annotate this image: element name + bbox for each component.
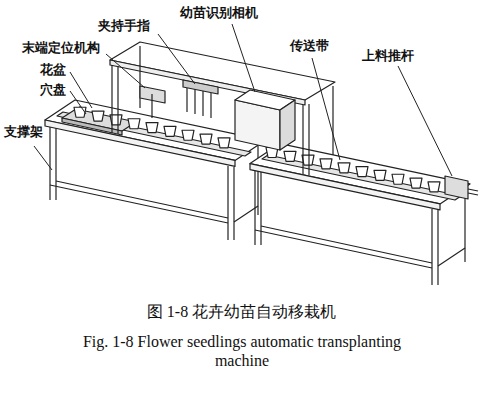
- part-label: 夹持手指: [98, 18, 150, 34]
- part-label: 传送带: [290, 38, 329, 54]
- end-positioning-mechanism: [140, 86, 165, 118]
- flower-pot: [200, 134, 212, 144]
- right-table: [250, 144, 470, 285]
- flower-pot: [302, 155, 314, 165]
- flower-pot: [392, 174, 404, 184]
- camera-housing: [235, 90, 295, 150]
- part-label: 支撑架: [4, 124, 43, 140]
- loading-pusher: [445, 176, 478, 199]
- gantry-frame: [110, 42, 335, 175]
- part-label: 穴盘: [40, 82, 66, 98]
- figure-caption: 图 1-8 花卉幼苗自动移栽机: [0, 302, 483, 321]
- flower-pot: [356, 167, 368, 177]
- part-label: 末端定位机构: [22, 40, 100, 56]
- flower-pot: [338, 163, 350, 173]
- caption-english: Fig. 1-8 Flower seedlings automatic tran…: [82, 332, 402, 370]
- flower-pot: [92, 111, 104, 121]
- flower-pot: [410, 178, 422, 188]
- seedling-tray: [62, 109, 136, 135]
- flower-pot: [164, 126, 176, 136]
- flower-pot: [428, 182, 440, 192]
- left-table: [45, 100, 265, 240]
- part-label: 上料推杆: [362, 48, 414, 64]
- flower-pot: [182, 130, 194, 140]
- part-label: 花盆: [40, 62, 66, 78]
- gripper-fingers: [183, 80, 218, 118]
- part-label: 幼苗识别相机: [180, 5, 258, 21]
- flower-pot: [320, 159, 332, 169]
- flower-pot: [218, 138, 230, 148]
- flower-pot: [146, 123, 158, 133]
- flower-pot: [284, 151, 296, 161]
- flower-pot: [128, 119, 140, 129]
- flower-pot: [374, 170, 386, 180]
